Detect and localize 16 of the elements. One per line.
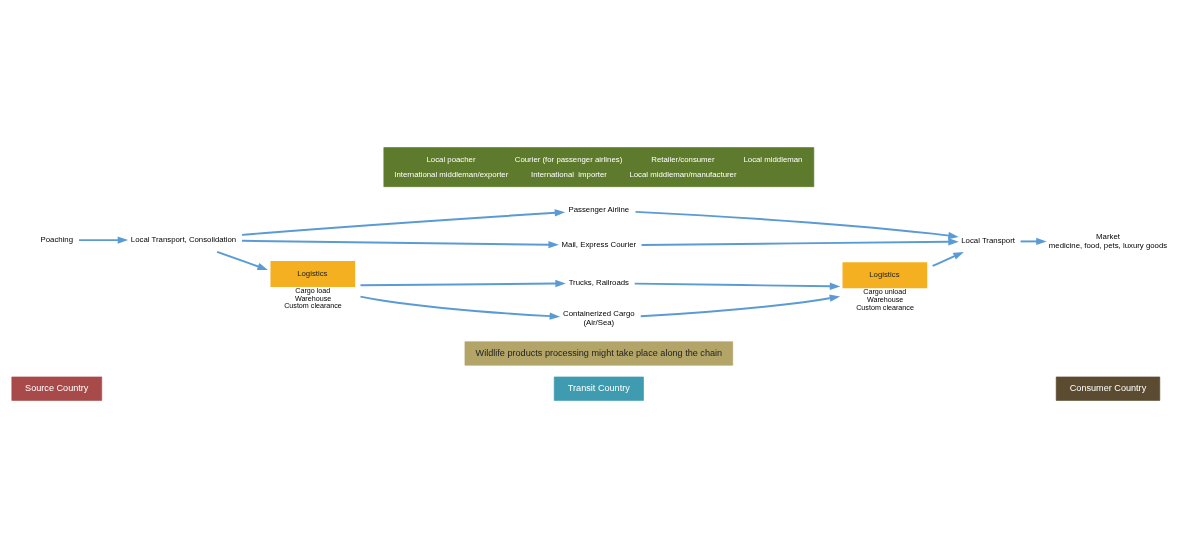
arrow xyxy=(359,295,561,320)
arrow xyxy=(1019,237,1047,246)
arrow xyxy=(216,250,268,270)
node-box: Source Country xyxy=(11,376,103,401)
arrow xyxy=(359,279,566,288)
arrow xyxy=(241,209,566,236)
arrow xyxy=(633,282,841,290)
arrow xyxy=(931,252,964,267)
arrow xyxy=(634,210,959,240)
node-box: Consumer Country xyxy=(1055,376,1161,401)
arrow xyxy=(240,239,559,249)
node-box: Wildlife products processing might take place along the chain xyxy=(464,341,734,366)
arrow xyxy=(639,294,841,318)
arrow xyxy=(640,238,959,246)
node-box: Transit Country xyxy=(553,376,644,401)
arrow xyxy=(78,236,129,244)
